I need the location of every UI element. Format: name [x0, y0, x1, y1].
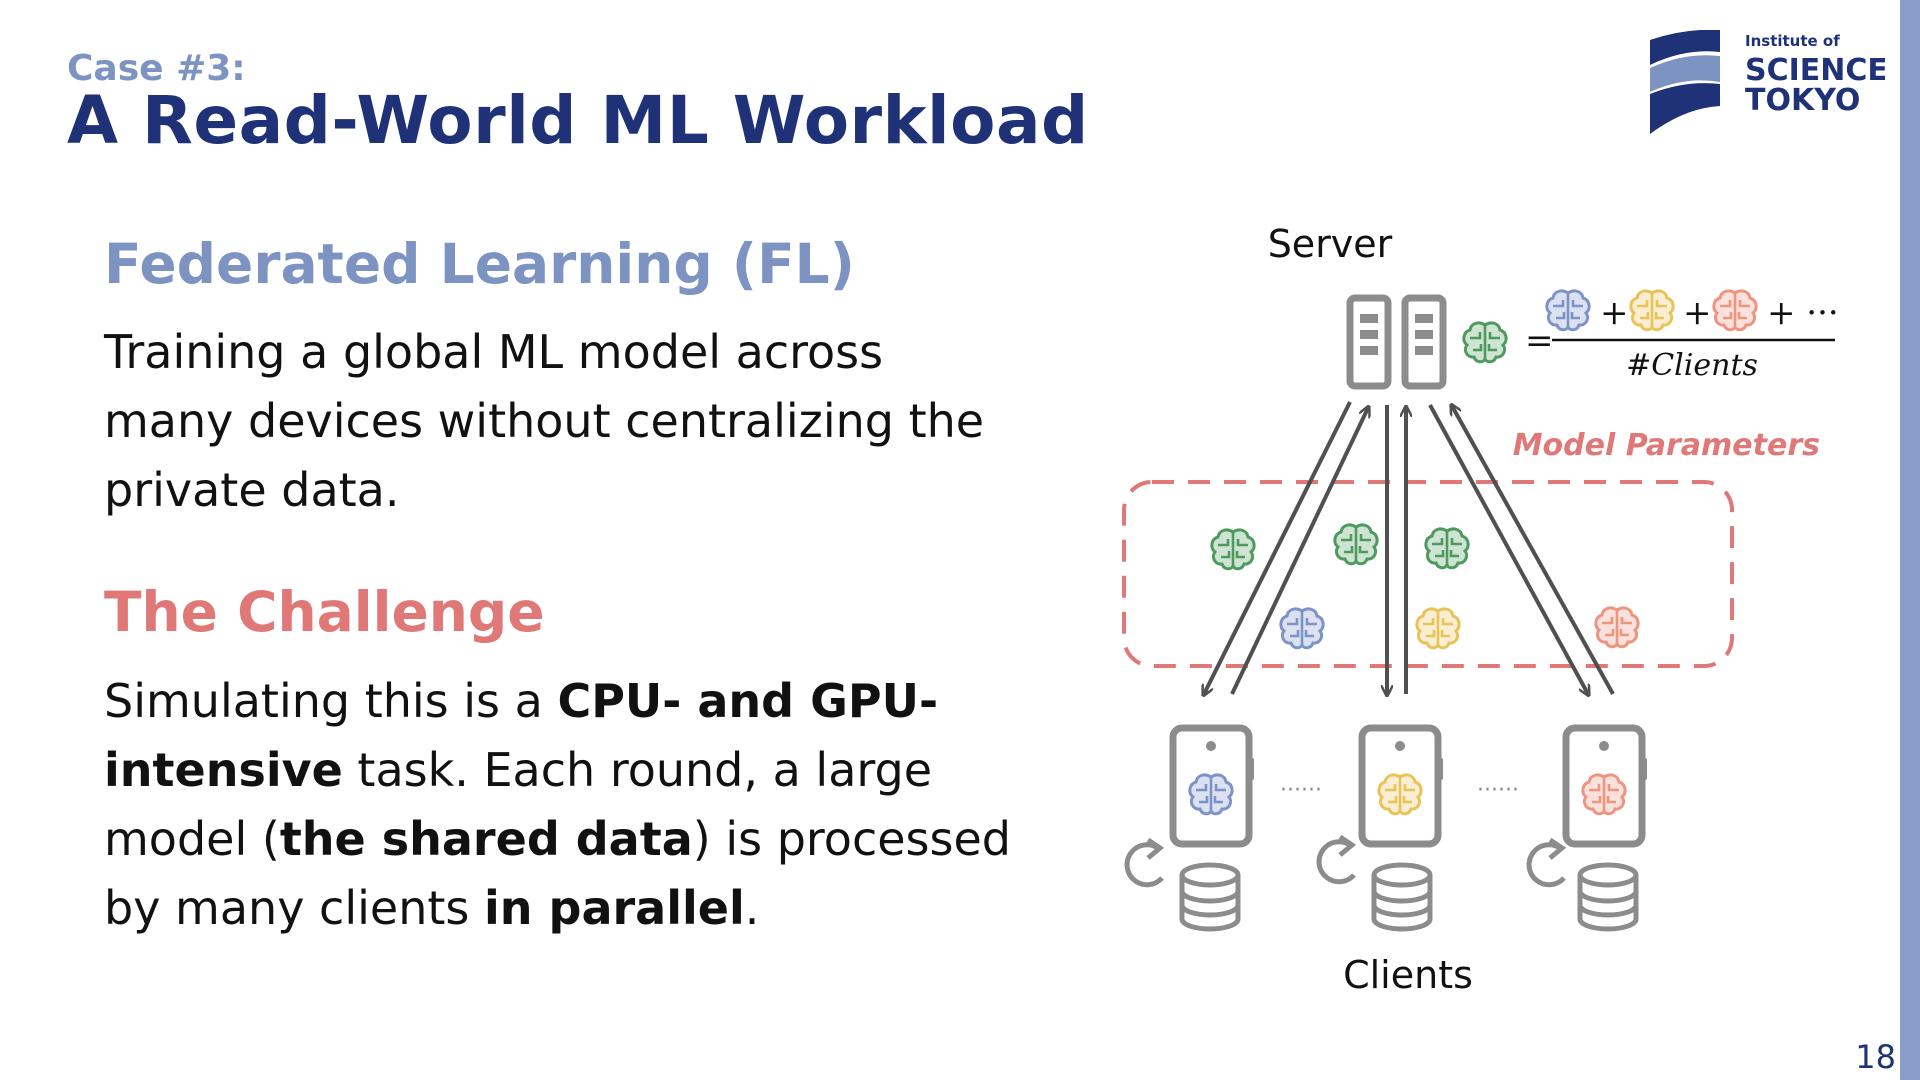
model-parameters-region: [1122, 480, 1734, 668]
logo-line1: Institute of: [1745, 32, 1840, 50]
server-icon: [1346, 294, 1447, 390]
formula-plus-2: +: [1683, 293, 1712, 333]
database-icon: [1374, 865, 1430, 929]
download-brain-icon-3: [1424, 527, 1470, 570]
refresh-icon: [1127, 840, 1162, 885]
challenge-description: Simulating this is a CPU- and GPU-intens…: [104, 667, 1064, 943]
client-red-brain-icon: [1581, 773, 1627, 816]
formula-blue-brain-icon: [1545, 289, 1591, 332]
aggregation-formula: = + + + ··· #Clients: [1462, 289, 1839, 383]
database-icon: [1580, 865, 1636, 929]
right-accent-bar: [1900, 0, 1920, 1080]
formula-ellipsis: + ···: [1767, 293, 1839, 333]
logo-swoosh-icon: [1650, 30, 1720, 65]
upload-yellow-brain-icon: [1415, 607, 1461, 650]
page-number: 18: [1855, 1038, 1896, 1076]
model-parameters-label: Model Parameters: [1513, 428, 1820, 463]
upload-blue-brain-icon: [1279, 607, 1325, 650]
client-dots-1: ······: [1280, 778, 1322, 803]
challenge-text-1: Simulating this is a: [104, 674, 558, 728]
formula-denominator: #Clients: [1626, 348, 1758, 383]
federated-learning-diagram: Server = + + + ··· #Clients Model Parame…: [1122, 222, 1839, 997]
logo-line2: SCIENCE: [1745, 53, 1885, 88]
client-yellow-brain-icon: [1377, 773, 1423, 816]
formula-plus-1: +: [1600, 293, 1629, 333]
challenge-text-4: .: [744, 881, 760, 935]
challenge-bold-parallel: in parallel: [483, 881, 745, 935]
formula-yellow-brain-icon: [1629, 289, 1675, 332]
formula-red-brain-icon: [1712, 289, 1758, 332]
logo-line3: TOKYO: [1745, 83, 1860, 118]
challenge-heading: The Challenge: [104, 580, 545, 644]
challenge-text-2: task. Each round, a large model (: [104, 743, 932, 866]
refresh-icon: [1319, 837, 1354, 882]
slide-title: A Read-World ML Workload: [67, 82, 1089, 159]
institute-logo: Institute of SCIENCE TOKYO: [1650, 30, 1885, 134]
client-dots-2: ······: [1477, 778, 1519, 803]
clients-label: Clients: [1343, 953, 1473, 997]
challenge-bold-shared-data: the shared data: [279, 812, 693, 866]
client-1: [1127, 728, 1254, 929]
client-blue-brain-icon: [1188, 773, 1234, 816]
formula-equals: =: [1525, 321, 1554, 361]
refresh-icon: [1529, 840, 1564, 885]
upload-red-brain-icon: [1594, 606, 1640, 649]
fl-description: Training a global ML model across many d…: [104, 325, 985, 517]
client-2: [1319, 728, 1443, 929]
global-model-brain-icon: [1462, 321, 1508, 364]
server-label: Server: [1268, 222, 1393, 266]
client-3: [1529, 728, 1647, 929]
challenge-bold-cpu-gpu: CPU- and GPU-intensive: [104, 674, 939, 797]
challenge-text-3: ) is processed by many clients: [104, 812, 1011, 935]
database-icon: [1182, 865, 1238, 929]
transfer-arrows: [1204, 402, 1615, 694]
slide-subtitle: Case #3:: [67, 48, 246, 89]
fl-heading: Federated Learning (FL): [104, 232, 855, 296]
download-brain-icon-2: [1333, 523, 1379, 566]
download-brain-icon-1: [1210, 528, 1256, 571]
